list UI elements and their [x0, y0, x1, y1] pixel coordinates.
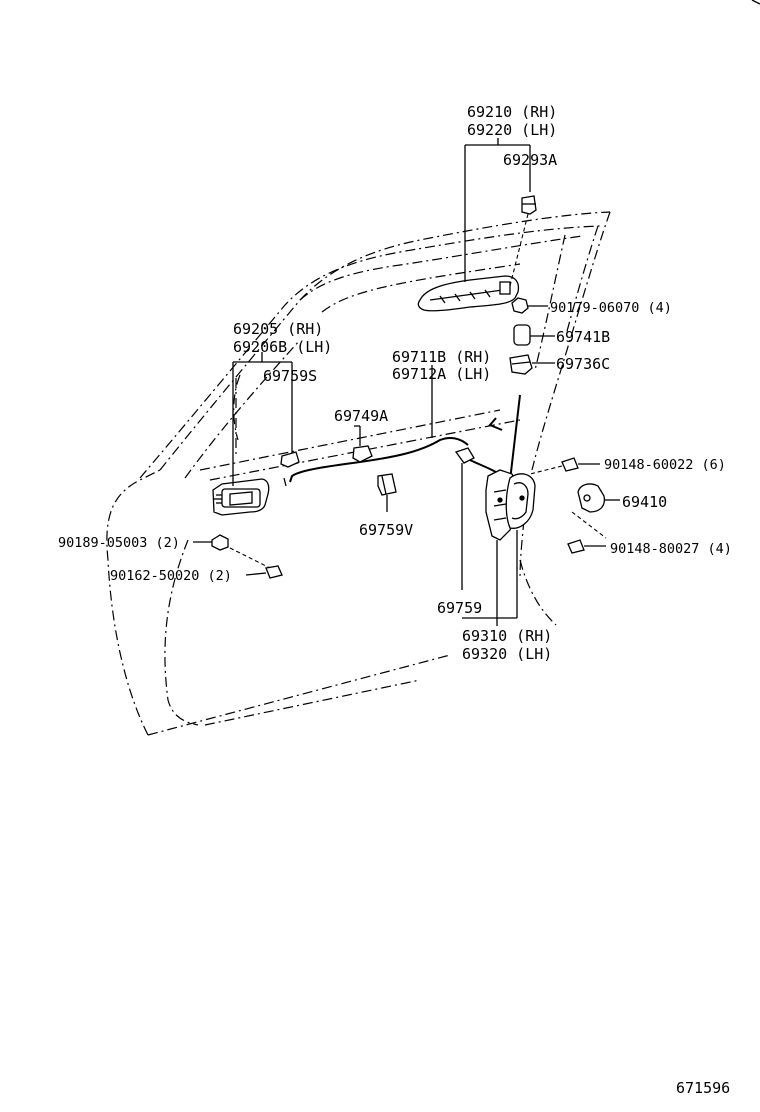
- label-69759v: 69759V: [359, 521, 413, 539]
- control-rods: [283, 365, 469, 487]
- part-69759v: [377, 473, 397, 512]
- clip-69759: [454, 447, 475, 590]
- nut-90179: [511, 297, 548, 314]
- label-69210: 69210 (RH): [467, 103, 557, 121]
- screw-90148-80027: [567, 539, 606, 554]
- nut-90189: [193, 534, 271, 569]
- label-69741b: 69741B: [556, 328, 610, 346]
- clip-69749a: [352, 425, 373, 463]
- label-69206b: 69206B (LH): [233, 338, 332, 356]
- corner-mark: [751, 0, 760, 5]
- part-69741b: [513, 324, 555, 346]
- label-69712a: 69712A (LH): [392, 365, 491, 383]
- leader-69205: [232, 352, 293, 486]
- figure-id: 671596: [676, 1079, 730, 1097]
- label-90148-60022: 90148-60022 (6): [604, 457, 726, 473]
- door-outline: [106, 211, 611, 736]
- label-69410: 69410: [622, 493, 667, 511]
- label-90179: 90179-06070 (4): [550, 300, 672, 316]
- leader-69210: [464, 138, 531, 282]
- label-69220: 69220 (LH): [467, 121, 557, 139]
- door-lock-assembly: [462, 394, 536, 626]
- striker-69410: [571, 483, 620, 539]
- label-90189: 90189-05003 (2): [58, 535, 180, 551]
- screw-90162: [245, 565, 283, 579]
- clip-69293a: [509, 195, 537, 287]
- part-69736c: [509, 354, 555, 375]
- outside-handle: [417, 275, 520, 312]
- label-69749a: 69749A: [334, 407, 388, 425]
- label-69205: 69205 (RH): [233, 320, 323, 338]
- label-69711b: 69711B (RH): [392, 348, 491, 366]
- label-69320: 69320 (LH): [462, 645, 552, 663]
- label-69759s: 69759S: [263, 367, 317, 385]
- label-69310: 69310 (RH): [462, 627, 552, 645]
- screw-90148-60022: [529, 457, 600, 475]
- clip-69759s: [280, 451, 300, 468]
- label-90148-80027: 90148-80027 (4): [610, 541, 732, 557]
- label-90162: 90162-50020 (2): [110, 568, 232, 584]
- label-69759: 69759: [437, 599, 482, 617]
- label-69736c: 69736C: [556, 355, 610, 373]
- label-69293a: 69293A: [503, 151, 557, 169]
- inside-handle: [212, 478, 270, 516]
